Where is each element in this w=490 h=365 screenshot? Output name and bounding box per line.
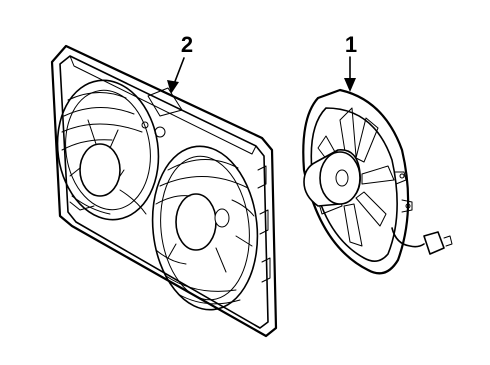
shroud-tab-2 [259, 209, 269, 235]
callout-1: 1 [344, 32, 357, 92]
callout-2-leader [173, 57, 185, 85]
fan-blade-2 [355, 117, 379, 163]
callout-2-arrowhead [167, 80, 179, 94]
right-fan-spokes [167, 235, 253, 273]
fan-blade-5 [343, 203, 363, 247]
right-fan-guard-2 [159, 176, 249, 189]
fan-mount-tab-2 [401, 199, 413, 213]
fan-mount-hole-1 [399, 173, 405, 179]
fan-blade-4 [355, 191, 387, 227]
shroud-outer-frame [50, 44, 278, 338]
right-fan-ring-outer [151, 145, 259, 311]
callout-1-arrowhead [344, 78, 356, 92]
shroud-mount-hole-small [141, 121, 149, 129]
callout-2: 2 [167, 32, 193, 94]
right-fan [151, 145, 259, 311]
fan-blade-3 [361, 165, 395, 185]
fan-mount-tab-1 [393, 171, 407, 185]
left-fan-ring-inner [65, 89, 151, 211]
fan-connector [423, 231, 445, 255]
left-fan-guard-4 [61, 139, 113, 151]
right-fan-guard-1 [167, 159, 239, 171]
fan-outer-ring [302, 88, 410, 275]
shroud-tab-1 [257, 165, 267, 189]
left-fan-ring-outer [56, 79, 160, 221]
fan-motor-shaft [335, 169, 349, 187]
left-fan-guard-3 [61, 123, 143, 133]
fan-shroud-assembly [50, 44, 278, 338]
right-fan-hub [214, 208, 230, 228]
right-fan-guard-7 [177, 293, 241, 305]
fan-connector-plug [443, 235, 453, 247]
right-fan-guard-4 [231, 199, 255, 217]
single-fan-assembly [302, 88, 453, 275]
right-fan-ring-inner [160, 155, 250, 301]
callout-1-label: 1 [345, 32, 357, 57]
shroud-tab-3 [261, 257, 271, 283]
left-fan-guard-5 [119, 189, 147, 215]
left-fan-guard-6 [71, 195, 111, 215]
left-fan-guard-1 [67, 92, 127, 101]
shroud-lower-rib [69, 201, 95, 211]
left-fan-guard-2 [63, 106, 135, 117]
right-fan-guard-6 [165, 275, 237, 292]
left-fan-motor [79, 143, 121, 197]
shroud-bracket [147, 87, 183, 117]
right-fan-guard-5 [155, 249, 187, 265]
fan-mount-hole-2 [405, 203, 411, 209]
left-fan [56, 79, 160, 221]
right-fan-guard-3 [155, 195, 191, 205]
callout-2-label: 2 [181, 32, 193, 57]
fan-wire [391, 227, 425, 248]
shroud-top-ledge [69, 55, 257, 155]
right-fan-motor [175, 193, 217, 251]
shroud-inner-frame [59, 55, 269, 329]
left-fan-spokes [69, 119, 125, 177]
